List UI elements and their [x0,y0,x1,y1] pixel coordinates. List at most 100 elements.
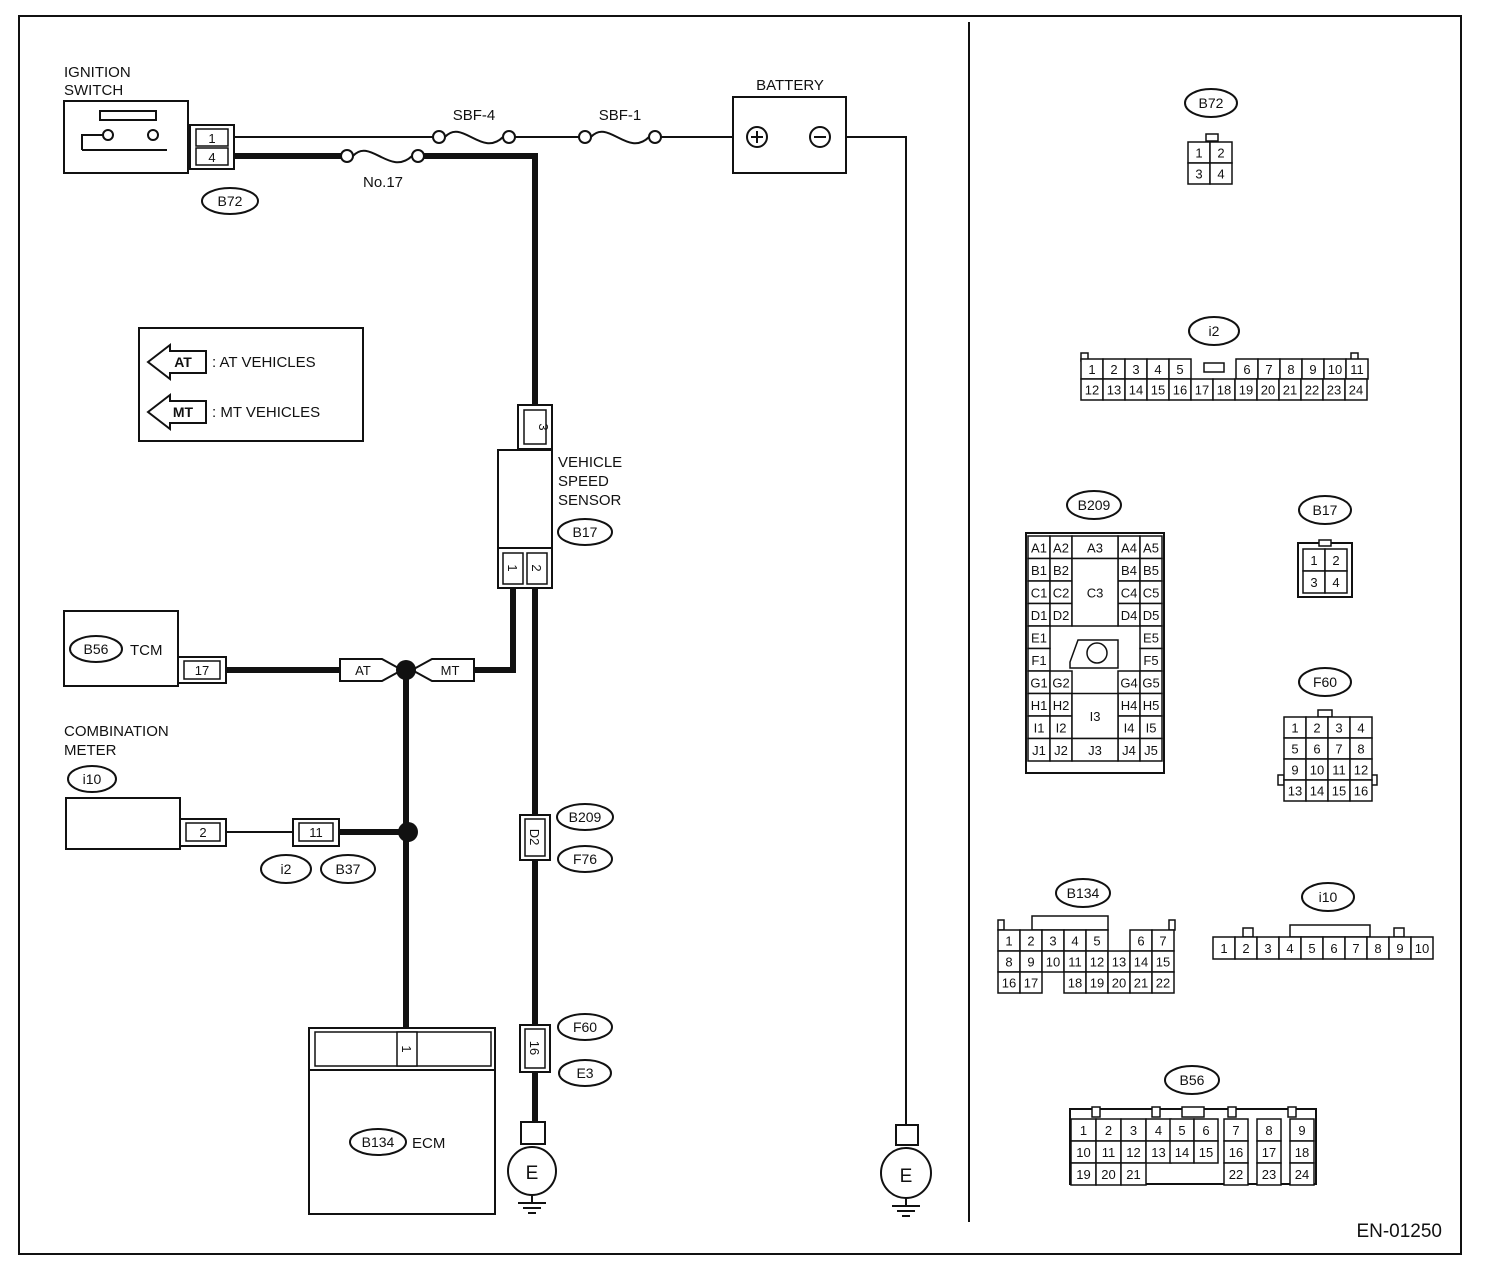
vss-label-1: VEHICLE [558,454,622,471]
f60-pin-7: 7 [1335,742,1342,757]
i10-pin-9: 9 [1396,941,1403,956]
b37-connector-tag: B37 [336,861,361,877]
b56-pin-11: 11 [1102,1145,1116,1160]
b134-pin-4: 4 [1071,934,1078,949]
diagram-code: EN-01250 [1356,1221,1442,1242]
ignition-switch: IGNITION SWITCH 1 4 B72 [63,64,259,215]
b209-pin-G1: G1 [1030,675,1047,690]
b209-pin-A3: A3 [1087,540,1103,555]
b56-pin-9: 9 [1298,1123,1305,1138]
b209-pin-E1: E1 [1031,630,1047,645]
mt-junction-label: MT [441,663,460,678]
i2-pin-6: 6 [1243,362,1250,377]
i10-pin-4: 4 [1286,941,1293,956]
b56-pin-5: 5 [1178,1123,1185,1138]
i2-pin-4: 4 [1154,362,1161,377]
f60-connector-tag: F60 [573,1019,597,1035]
b56-pin-1: 1 [1080,1123,1087,1138]
wire-to-vss-pin3 [424,153,538,410]
i2-pin-3: 3 [1132,362,1139,377]
b209-pin-I3: I3 [1090,709,1101,724]
b56-pin-23: 23 [1262,1167,1276,1182]
f60-pin-1: 1 [1291,721,1298,736]
b56-pin-6: 6 [1202,1123,1209,1138]
f60-pin-12: 12 [1354,763,1368,778]
i10-pin-1: 1 [1220,941,1227,956]
i2-pin-13: 13 [1107,383,1121,398]
b134-pin-2: 2 [1027,934,1034,949]
f60-pin-14: 14 [1310,784,1324,799]
b56-pin-13: 13 [1151,1145,1165,1160]
b209-pin-I5: I5 [1146,720,1157,735]
i2-pin-15: 15 [1151,383,1165,398]
b209-pin-D5: D5 [1143,608,1160,623]
f60-pin-5: 5 [1291,742,1298,757]
i10-connector-tag: i10 [83,771,102,787]
no17-label: No.17 [363,174,403,191]
b134-pin-6: 6 [1137,934,1144,949]
b134-pin-9: 9 [1027,955,1034,970]
b134-pin-16: 16 [1002,976,1016,991]
b209-pin-J2: J2 [1054,743,1068,758]
b209-pin-J4: J4 [1122,743,1136,758]
junction-pin-11: 11 [309,825,323,840]
b56-pin-21: 21 [1126,1167,1140,1182]
b209-pin-C2: C2 [1053,585,1070,600]
wire-mt-vss-pin1 [474,588,516,673]
sbf1-label: SBF-1 [599,107,642,124]
b56-pin-14: 14 [1175,1145,1189,1160]
i10-pin-2: 2 [1242,941,1249,956]
ignition-pin-1: 1 [208,131,215,146]
b209-pin-I2: I2 [1056,720,1067,735]
i2-pin-17: 17 [1195,383,1209,398]
f60-pin-15: 15 [1332,784,1346,799]
b209-pin-C4: C4 [1121,585,1138,600]
i2-pin-23: 23 [1327,383,1341,398]
b209-pin-H2: H2 [1053,698,1070,713]
at-junction-arrow [339,658,405,682]
vss-label-2: SPEED [558,473,609,490]
i2-pin-16: 16 [1173,383,1187,398]
i2-pin-8: 8 [1287,362,1294,377]
fuse-no17: No.17 [340,149,425,191]
legend-mt-symbol: MT [173,404,194,420]
b56-pin-17: 17 [1262,1145,1276,1160]
b17-connector-tag: B17 [573,524,598,540]
b209-pin-F1: F1 [1031,653,1046,668]
i10-pin-5: 5 [1308,941,1315,956]
junction-connector-11: 11 [292,818,340,847]
harness-pin-d2: D2 [527,829,542,846]
f60-pin-11: 11 [1332,763,1346,778]
b134-pin-12: 12 [1090,955,1104,970]
i2-connector-tag: i2 [281,861,292,877]
i2-pin-12: 12 [1085,383,1099,398]
i2-pin-11: 11 [1350,362,1364,377]
vss-pin-3: 3 [536,423,551,430]
b17-pin-4: 4 [1332,575,1339,590]
b134-pin-10: 10 [1046,955,1060,970]
f60-pin-2: 2 [1313,721,1320,736]
b56-pin-22: 22 [1229,1167,1243,1182]
b56-pin-8: 8 [1265,1123,1272,1138]
b56-pin-2: 2 [1105,1123,1112,1138]
ecm-label: ECM [412,1135,445,1152]
ground-left: E [507,1121,557,1214]
i10-pin-10: 10 [1415,941,1429,956]
b56-pin-15: 15 [1199,1145,1213,1160]
i2-view-tag: i2 [1209,323,1220,339]
i10-pin-7: 7 [1352,941,1359,956]
b72-pin-2: 2 [1217,146,1224,161]
i2-pin-14: 14 [1129,383,1143,398]
meter-label-2: METER [64,742,117,759]
ecm-pin-1: 1 [399,1045,414,1052]
b134-pin-3: 3 [1049,934,1056,949]
i2-pin-20: 20 [1261,383,1275,398]
f60-pin-8: 8 [1357,742,1364,757]
f60-pin-3: 3 [1335,721,1342,736]
b209-pin-D4: D4 [1121,608,1138,623]
e3-connector-tag: E3 [576,1065,593,1081]
b209-pin-A5: A5 [1143,540,1159,555]
b209-pin-G2: G2 [1052,675,1069,690]
f60-pin-13: 13 [1288,784,1302,799]
